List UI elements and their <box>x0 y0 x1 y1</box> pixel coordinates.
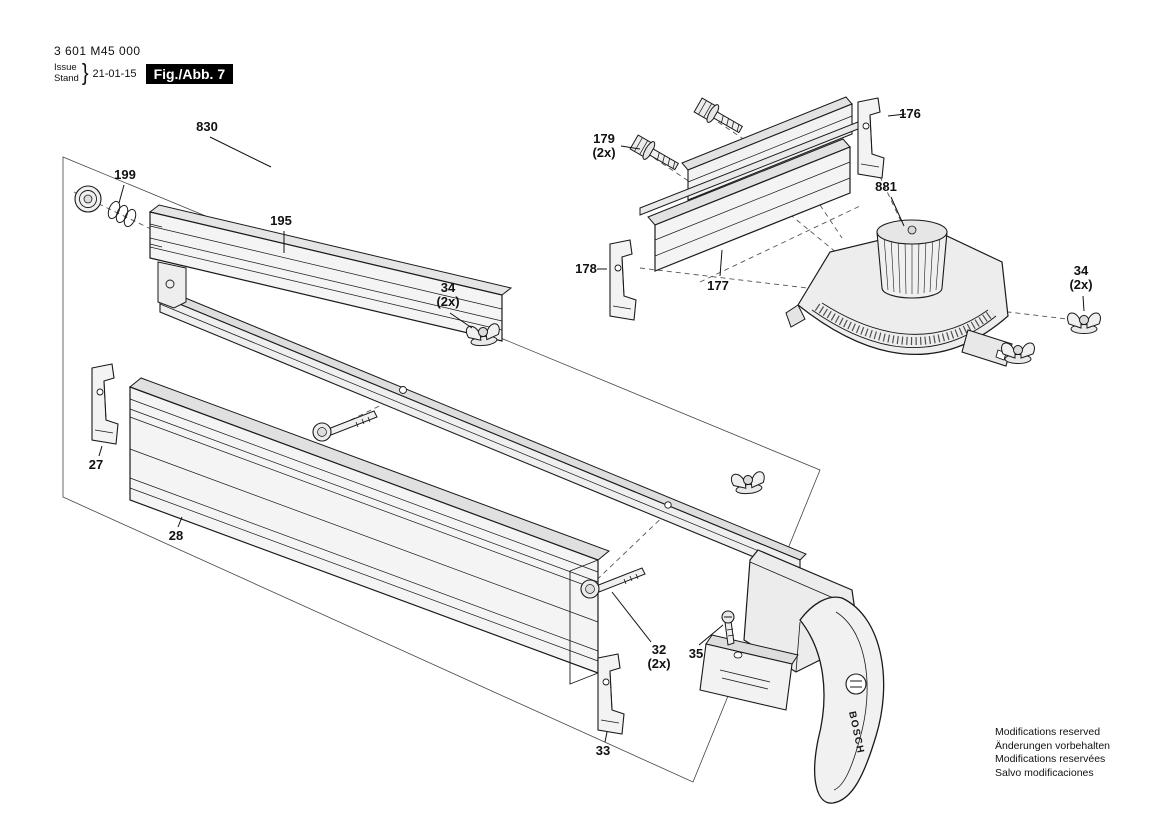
part-label-179: 179(2x) <box>592 131 616 160</box>
notice-line-de: Änderungen vorbehalten <box>995 739 1111 752</box>
notice-line-fr: Modifications reservées <box>995 753 1106 766</box>
spring-199 <box>107 200 137 228</box>
wingnut-mid <box>730 470 767 496</box>
wingnut-right-near <box>1001 342 1035 364</box>
scale-outer-arc <box>811 309 997 348</box>
scale-tick-marks <box>814 303 995 346</box>
scale-inner-arc <box>821 302 989 335</box>
notice-line-en: Modifications reserved <box>995 726 1101 738</box>
bracket-178 <box>609 239 637 321</box>
guide-tube <box>159 289 807 577</box>
part-label-34-left: 34(2x) <box>436 280 460 309</box>
fence-face-28 <box>129 377 610 685</box>
title-block: 3 601 M45 000 Issue Stand } 21-01-15 Fig… <box>54 44 234 86</box>
screw-35 <box>721 610 735 646</box>
bolt-upper <box>312 410 378 442</box>
part-label-34-right: 34(2x) <box>1069 263 1093 292</box>
issue-stand-labels: Issue Stand <box>54 62 79 84</box>
part-label-881: 881 <box>875 179 897 194</box>
bosch-emblem-icon <box>845 673 867 695</box>
part-label-830: 830 <box>196 119 218 134</box>
figure-label: Fig./Abb. 7 <box>145 63 234 84</box>
part-label-35: 35 <box>688 646 704 661</box>
part-label-178: 178 <box>575 261 597 276</box>
notice-line-es: Salvo modificaciones <box>995 766 1094 779</box>
part-label-32: 32(2x) <box>647 642 671 671</box>
lock-knob <box>876 219 948 299</box>
bracket-27 <box>91 363 119 445</box>
part-label-199: 199 <box>114 167 136 182</box>
stop-rail-177 <box>647 138 851 272</box>
lock-handle: BOSCH <box>799 596 885 804</box>
brace-glyph: } <box>81 60 89 86</box>
gauge-left-tab <box>785 304 806 328</box>
part-label-176: 176 <box>899 106 921 121</box>
part-label-27: 27 <box>88 457 104 472</box>
bracket-33 <box>597 653 625 735</box>
fence-end-profile <box>569 559 599 685</box>
bracket-176 <box>857 97 885 179</box>
screw-179-a <box>628 132 683 176</box>
part-label-177: 177 <box>707 278 729 293</box>
screw-179-b <box>692 95 747 139</box>
part-label-195: 195 <box>270 213 292 228</box>
tube-hole-front <box>399 386 407 394</box>
part-number: 3 601 M45 000 <box>54 44 141 58</box>
wingnut-34-right <box>1067 312 1101 334</box>
part-label-33: 33 <box>595 743 611 758</box>
tube-hole-rear <box>664 501 672 509</box>
ruler-strip <box>639 121 859 216</box>
miter-gauge-881 <box>785 219 1013 367</box>
modifications-notice: Modifications reserved Änderungen vorbeh… <box>995 726 1110 781</box>
cap-nut-199 <box>74 185 102 213</box>
issue-date: 21-01-15 <box>92 67 137 80</box>
fence-rail-195 <box>148 204 513 342</box>
rail-end-foot <box>157 261 187 309</box>
part-label-28: 28 <box>168 528 184 543</box>
assembly-outline-box <box>62 156 821 783</box>
label-leader-lines <box>98 113 1085 743</box>
